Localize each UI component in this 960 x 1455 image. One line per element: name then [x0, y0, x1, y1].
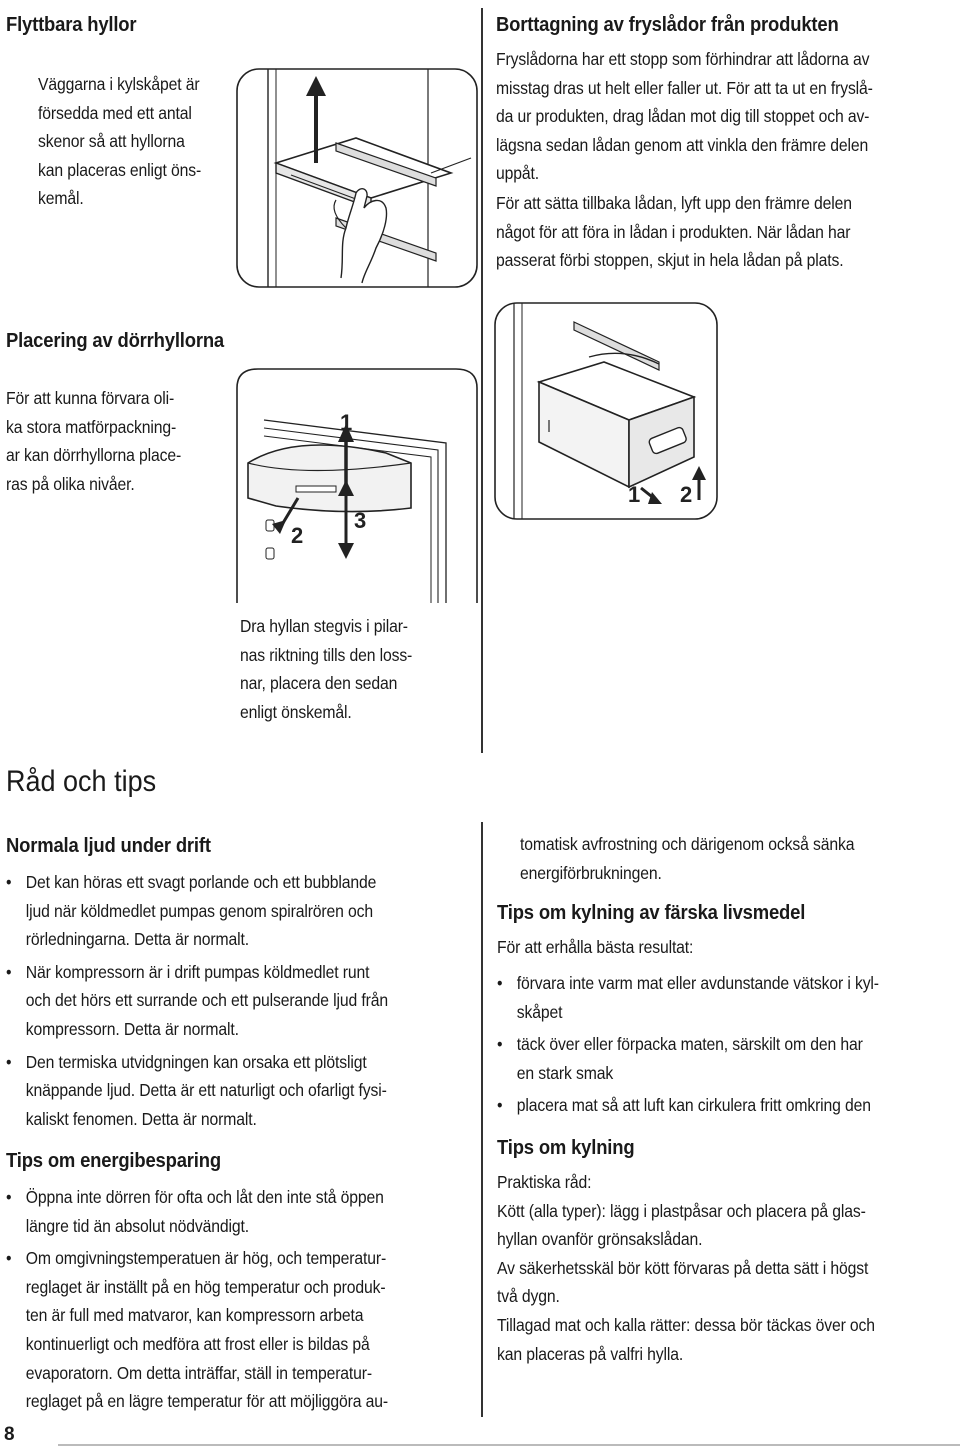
list-item: Om omgivningstemperatuen är hög, och tem… — [6, 1244, 438, 1416]
cooling-tips-text: Praktiska råd: Kött (alla typer): lägg i… — [497, 1172, 875, 1364]
section-title-advice: Råd och tips — [6, 765, 157, 798]
heading-cooling-tips: Tips om kylning — [497, 1136, 635, 1159]
section-title-door-shelves: Placering av dörrhyllorna — [6, 329, 225, 352]
list-item: Öppna inte dörren för ofta och låt den i… — [6, 1183, 438, 1240]
door-shelves-text: För att kunna förvara oli- ka stora matf… — [6, 388, 182, 494]
shelf-illustration — [236, 68, 478, 288]
shelves-text: Väggarna i kylskåpet är försedda med ett… — [38, 74, 202, 209]
page-number: 8 — [4, 1424, 15, 1445]
list-item: Den termiska utvidgningen kan orsaka ett… — [6, 1048, 438, 1134]
heading-fresh-food: Tips om kylning av färska livsmedel — [497, 901, 806, 924]
column-divider-top — [481, 8, 483, 753]
door-fig-label-3: 3 — [354, 508, 366, 533]
heading-normal-sounds: Normala ljud under drift — [6, 834, 211, 857]
fresh-food-intro: För att erhålla bästa resultat: — [497, 937, 694, 957]
column-divider-bottom — [481, 822, 483, 1417]
list-item: Det kan höras ett svagt porlande och ett… — [6, 868, 438, 954]
list-item: placera mat så att luft kan cirkulera fr… — [497, 1091, 920, 1120]
door-fig-label-2: 2 — [291, 523, 303, 548]
energy-saving-list: Öppna inte dörren för ofta och låt den i… — [6, 1183, 438, 1420]
freezer-drawer-text-1: Fryslådorna har ett stopp som förhindrar… — [496, 49, 873, 184]
section-title-movable-shelves: Flyttbara hyllor — [6, 13, 137, 36]
footer-rule — [58, 1444, 960, 1446]
normal-sounds-list: Det kan höras ett svagt porlande och ett… — [6, 868, 438, 1137]
list-item: förvara inte varm mat eller avdunstande … — [497, 969, 920, 1026]
section-title-freezer-drawers: Borttagning av fryslådor från produkten — [496, 13, 839, 36]
drawer-fig-label-1: 1 — [628, 482, 640, 507]
energy-continued-text: tomatisk avfrostning och därigenom också… — [520, 834, 855, 883]
fresh-food-list: förvara inte varm mat eller avdunstande … — [497, 969, 920, 1124]
list-item: täck över eller förpacka maten, särskilt… — [497, 1030, 920, 1087]
door-shelf-caption: Dra hyllan stegvis i pilar- nas riktning… — [240, 616, 413, 722]
drawer-fig-label-2: 2 — [680, 482, 692, 507]
door-shelf-illustration: 1 2 3 — [236, 368, 478, 603]
freezer-drawer-text-2: För att sätta tillbaka lådan, lyft upp d… — [496, 193, 852, 271]
door-fig-label-1: 1 — [340, 410, 352, 435]
freezer-drawer-illustration: 1 2 — [494, 302, 718, 520]
heading-energy-saving: Tips om energibesparing — [6, 1149, 221, 1172]
list-item: När kompressorn är i drift pumpas köldme… — [6, 958, 438, 1044]
